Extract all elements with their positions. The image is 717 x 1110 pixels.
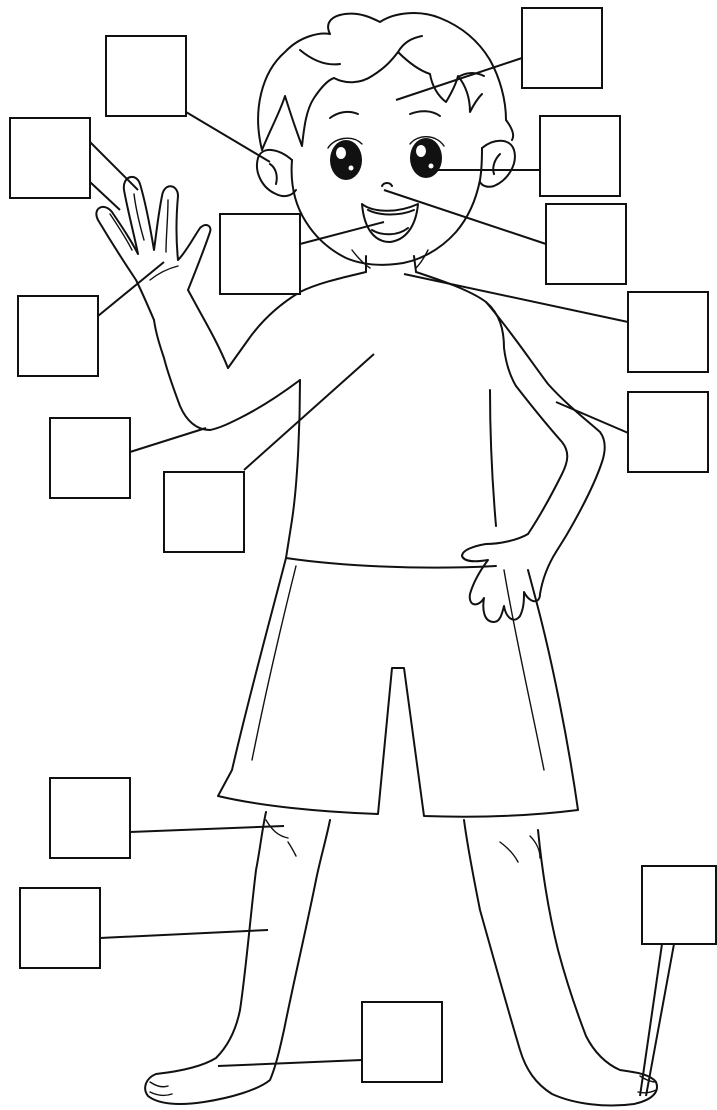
left-eye bbox=[328, 138, 362, 180]
label-box-fingers[interactable] bbox=[10, 118, 90, 198]
left-leg bbox=[145, 812, 330, 1104]
right-eyebrow bbox=[410, 111, 440, 116]
label-box-eye[interactable] bbox=[540, 116, 620, 196]
leader-foot bbox=[218, 1060, 362, 1066]
right-ear bbox=[480, 141, 515, 187]
face-outline bbox=[292, 148, 482, 265]
label-box-ear[interactable] bbox=[106, 36, 186, 116]
label-box-mouth[interactable] bbox=[220, 214, 300, 294]
leader-chest bbox=[244, 354, 374, 470]
label-box-leg[interactable] bbox=[20, 888, 100, 968]
nose bbox=[382, 183, 392, 186]
right-eye bbox=[410, 137, 444, 178]
label-box-toes[interactable] bbox=[642, 866, 716, 944]
leader-fingers-1 bbox=[90, 142, 138, 190]
right-leg bbox=[464, 820, 657, 1106]
torso-outline bbox=[228, 272, 516, 558]
leader-nose bbox=[384, 190, 546, 244]
hip-hand bbox=[462, 534, 556, 622]
label-box-nose[interactable] bbox=[546, 204, 626, 284]
label-box-hand[interactable] bbox=[18, 296, 98, 376]
leader-leg bbox=[100, 930, 268, 938]
label-box-neck[interactable] bbox=[628, 292, 708, 372]
leader-knee bbox=[130, 826, 284, 832]
label-box-hair[interactable] bbox=[522, 8, 602, 88]
leader-hand bbox=[98, 262, 164, 316]
label-box-foot[interactable] bbox=[362, 1002, 442, 1082]
raised-arm bbox=[154, 290, 300, 430]
mouth bbox=[362, 204, 418, 242]
label-box-shoulder[interactable] bbox=[628, 392, 708, 472]
leader-fingers-2 bbox=[90, 182, 120, 210]
label-box-knee[interactable] bbox=[50, 778, 130, 858]
leader-elbow bbox=[130, 428, 206, 452]
label-box-elbow[interactable] bbox=[50, 418, 130, 498]
hair-outline bbox=[258, 13, 513, 150]
label-box-chest[interactable] bbox=[164, 472, 244, 552]
left-eyebrow bbox=[330, 112, 358, 118]
